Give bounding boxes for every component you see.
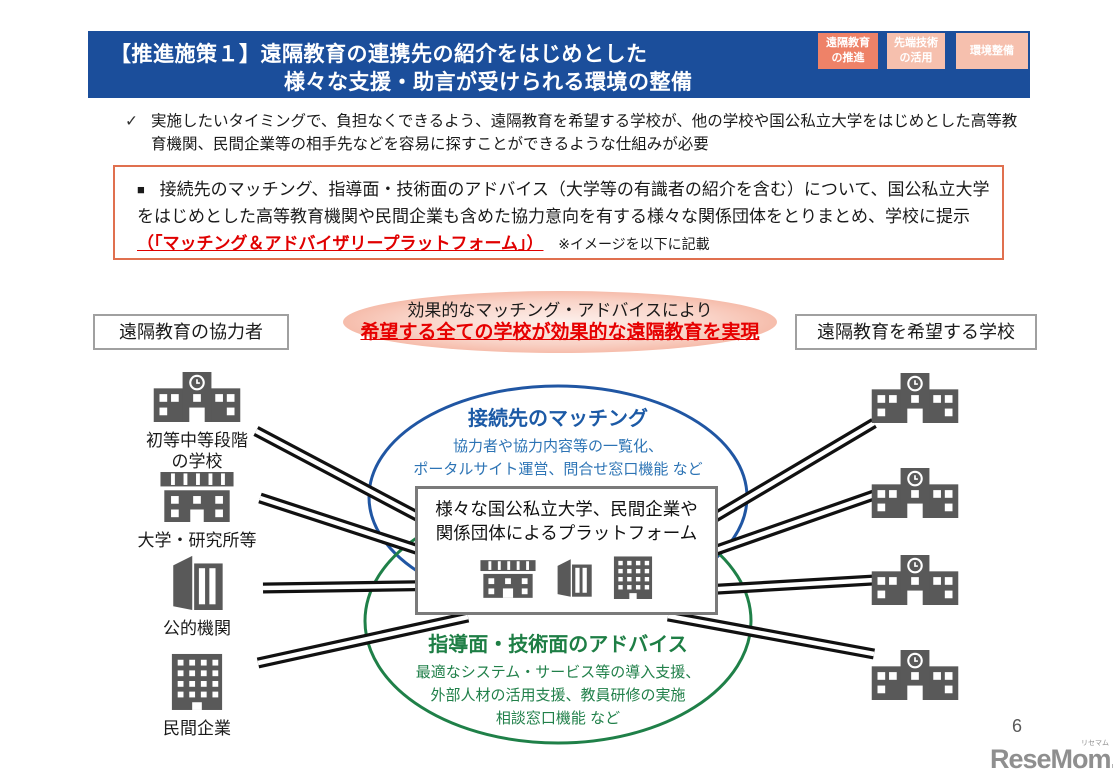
platform-line2: 関係団体によるプラットフォーム [435,523,698,543]
proposal-line2: をはじめとした高等教育機関や民間企業も含めた協力意向を有する様々な関係団体をとり… [137,207,970,226]
entity-label: 初等中等段階 の学校 [146,431,248,471]
platform-line1: 様々な国公私立大学、民間企業や [435,499,698,519]
effect-banner-line2: 希望する全ての学校が効果的な遠隔教育を実現 [360,322,760,343]
image-note: ※イメージを以下に記載 [558,236,710,252]
entity-university-research: 大学・研究所等 [112,472,282,551]
company-icon [171,653,223,710]
page-title: 【推進施策１】遠隔教育の連携先の紹介をはじめとした [110,43,648,66]
entity-elementary-secondary-school: 初等中等段階 の学校 [112,372,282,472]
university-icon [479,560,536,598]
resemom-logo: リセマム ReseMom. [990,740,1113,775]
school-icon [871,468,959,518]
advice-desc2: 外部人材の活用支援、教員研修の実施 [430,687,686,704]
public-institution-icon [173,555,223,610]
logo-text: ReseMom. [990,744,1113,774]
school-icon [871,373,959,423]
platform-box: 様々な国公私立大学、民間企業や 関係団体によるプラットフォーム [415,486,718,615]
entity-label: 大学・研究所等 [137,531,257,550]
badge-label: の推進 [831,52,865,64]
company-icon [613,556,652,599]
proposal-box: ■ 接続先のマッチング、指導面・技術面のアドバイス（大学等の有識者の紹介を含む）… [113,165,1004,260]
page-number: 6 [1012,716,1023,736]
key-point-note: ✓ 実施したいタイミングで、負担なくできるよう、遠隔教育を希望する学校が、他の学… [125,110,1030,156]
advice-title: 指導面・技術面のアドバイス [428,634,688,656]
matching-title: 接続先のマッチング [468,408,648,430]
badge-environment: 環境整備 [956,33,1028,69]
matching-desc2: ポータルサイト運営、問合せ窓口機能 など [413,461,703,478]
entity-public-institution: 公的機関 [112,553,282,639]
entity-label: 公的機関 [163,619,231,638]
school-icon [153,372,241,422]
slide-header: 【推進施策１】遠隔教育の連携先の紹介をはじめとした 様々な支援・助言が受けられる… [88,31,1030,98]
badge-label: 環境整備 [970,44,1014,57]
school-icon [871,650,959,700]
proposal-line1: ■ 接続先のマッチング、指導面・技術面のアドバイス（大学等の有識者の紹介を含む）… [137,176,990,203]
entity-requesting-school [830,650,1000,705]
badge-label: 遠隔教育 [826,37,870,49]
platform-icons [418,551,715,599]
logo-ruby: リセマム [1081,740,1110,747]
advice-desc3: 相談窓口機能 など [495,710,621,727]
entity-private-company: 民間企業 [112,652,282,739]
badge-advanced-technology: 先端技術 の活用 [887,33,945,69]
platform-name-highlight: （「マッチング＆アドバイザリープラットフォーム」） [137,234,544,253]
key-point-text: 実施したいタイミングで、負担なくできるよう、遠隔教育を希望する学校が、他の学校や… [151,113,1018,153]
square-bullet-icon: ■ [137,182,145,197]
school-icon [871,555,959,605]
public-institution-icon [557,559,592,597]
entity-requesting-school [830,468,1000,523]
badge-remote-education-promotion: 遠隔教育 の推進 [818,33,878,69]
proposal-text-line1: 接続先のマッチング、指導面・技術面のアドバイス（大学等の有識者の紹介を含む）につ… [159,180,990,199]
university-icon [160,472,234,522]
left-group-label: 遠隔教育の協力者 [93,314,289,350]
advice-desc1: 最適なシステム・サービス等の導入支援、 [415,664,701,681]
entity-label: 民間企業 [163,719,231,738]
check-icon: ✓ [125,113,138,130]
entity-requesting-school [830,373,1000,428]
page-title-line2: 様々な支援・助言が受けられる環境の整備 [284,71,693,94]
proposal-line3: （「マッチング＆アドバイザリープラットフォーム」） ※イメージを以下に記載 [137,230,982,258]
badge-label: の活用 [899,52,933,64]
badge-label: 先端技術 [894,37,938,49]
matching-desc1: 協力者や協力内容等の一覧化、 [452,438,663,455]
right-group-label: 遠隔教育を希望する学校 [795,314,1037,350]
entity-requesting-school [830,555,1000,610]
